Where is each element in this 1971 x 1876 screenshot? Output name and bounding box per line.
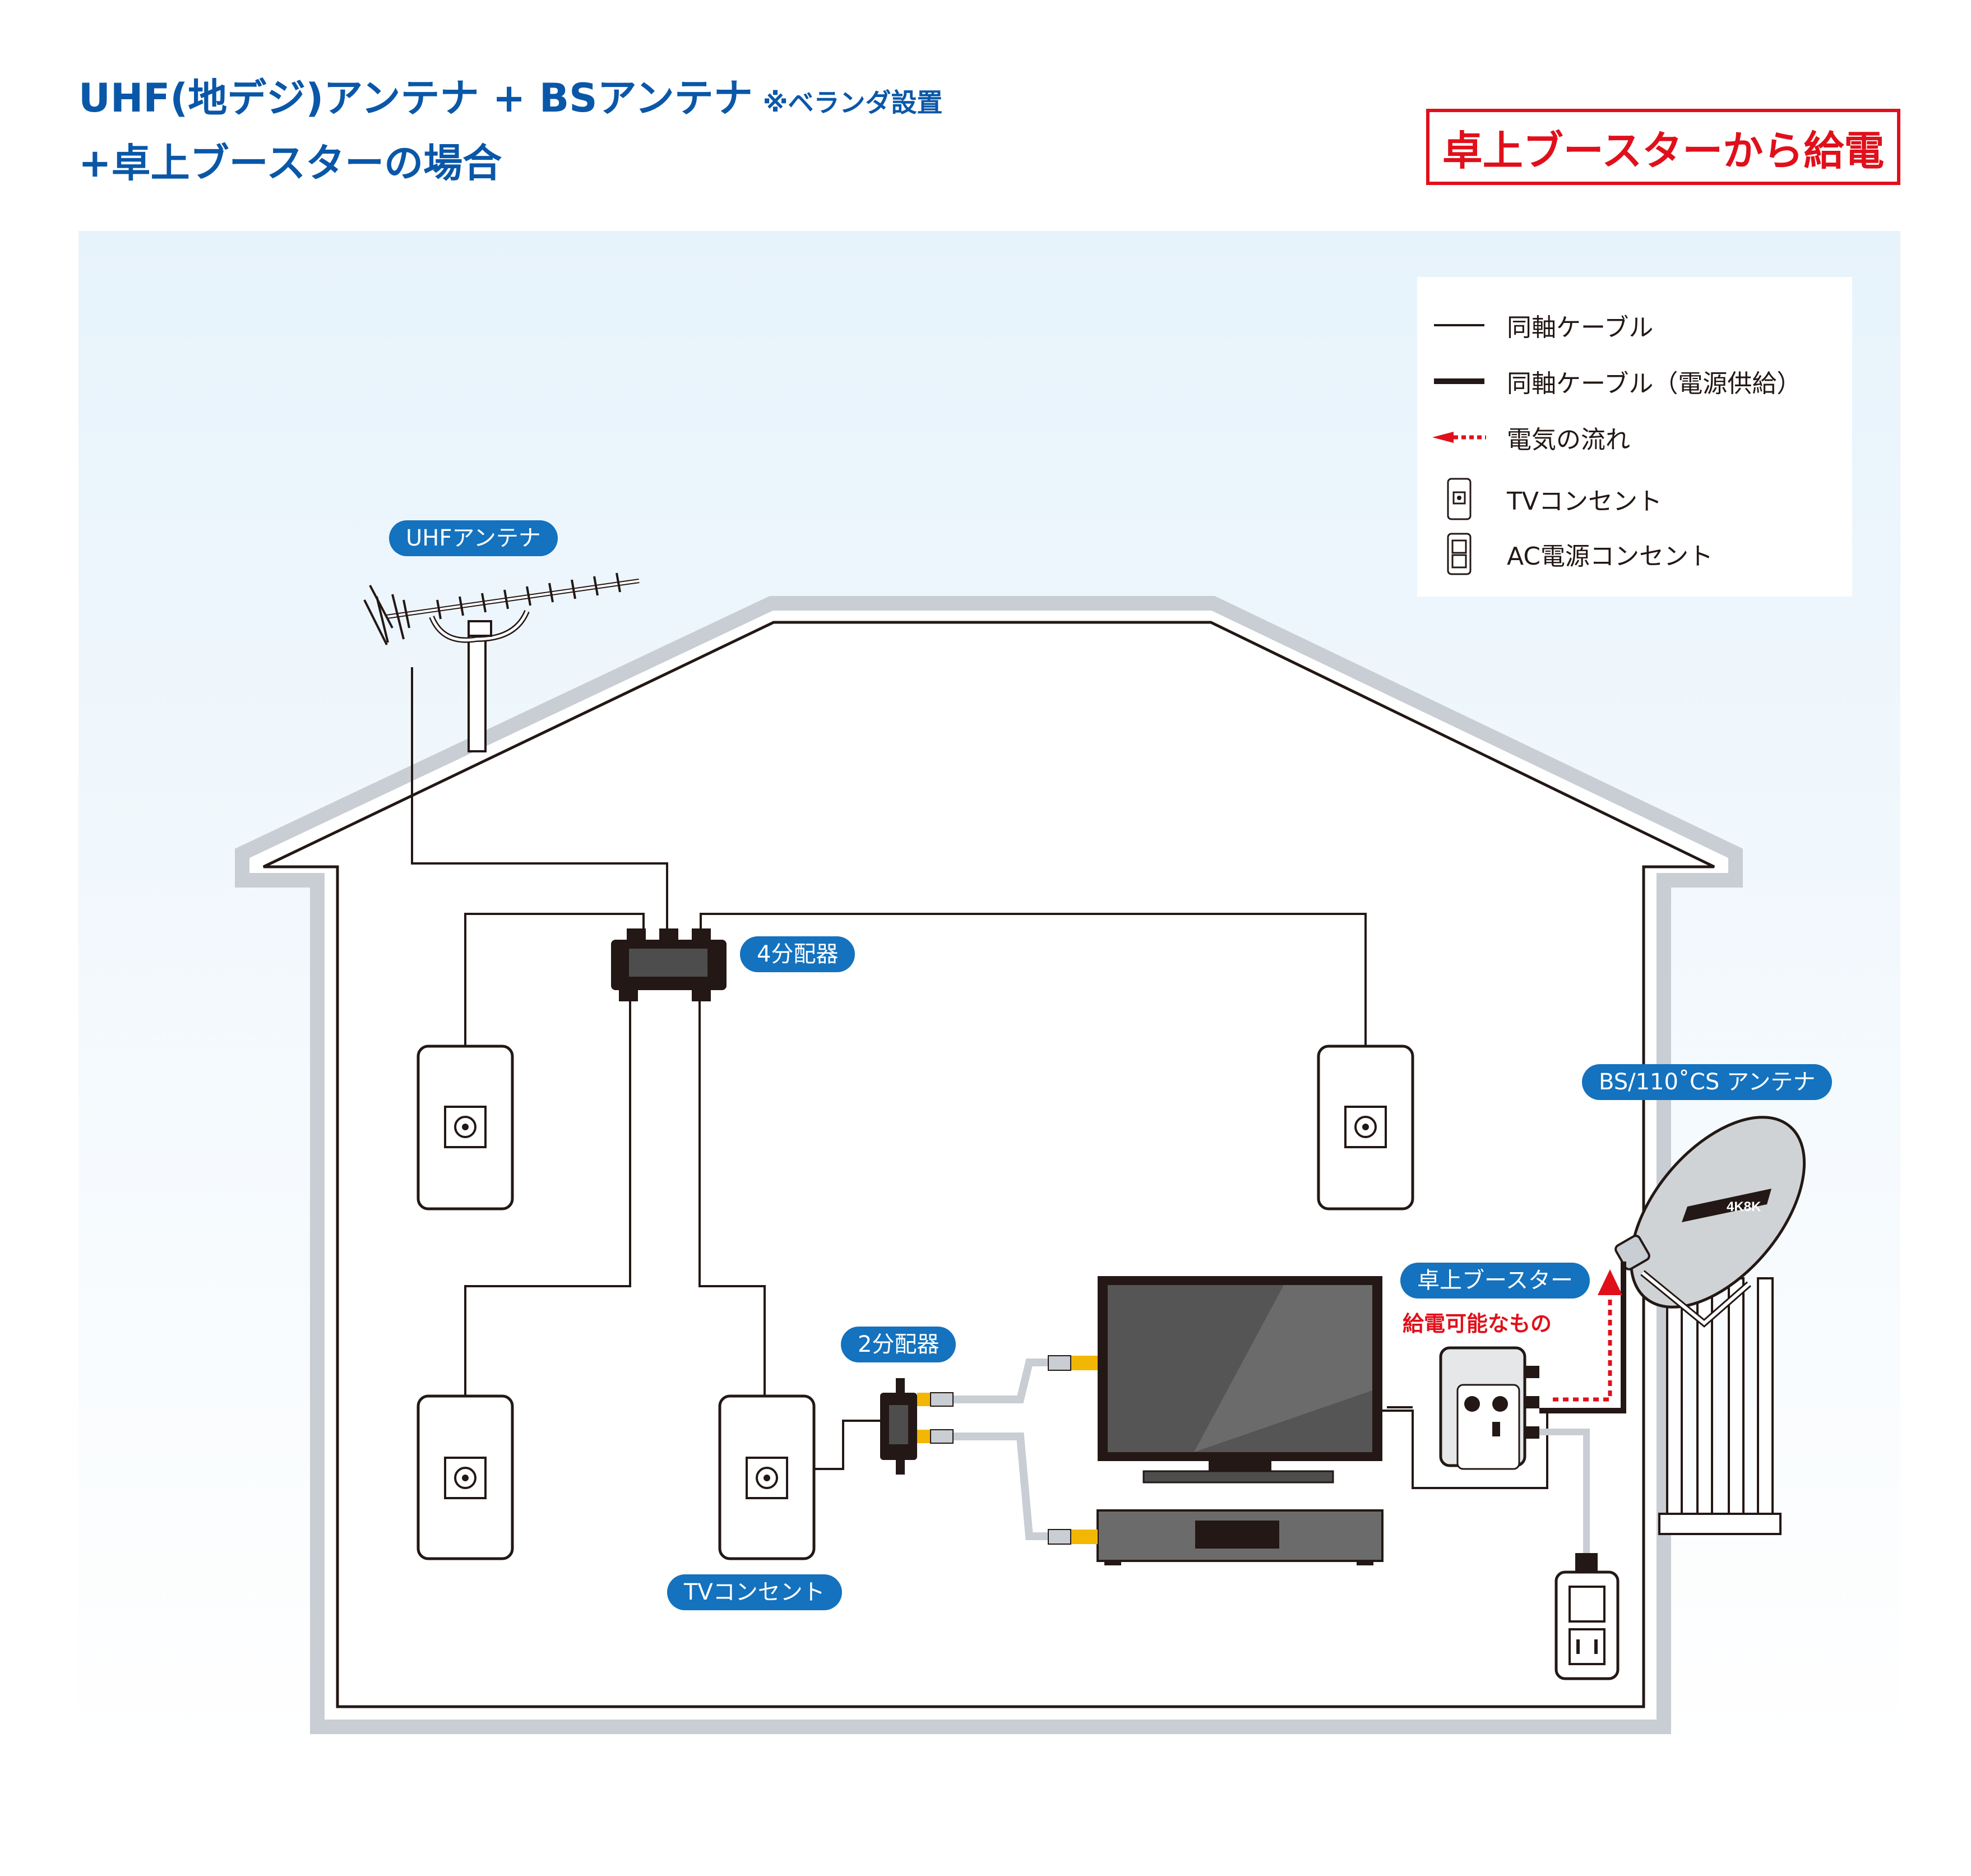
legend-label-ac-outlet: AC電源コンセント xyxy=(1507,542,1714,571)
label-four-way-splitter: 4分配器 xyxy=(740,936,855,972)
legend-label-coax: 同軸ケーブル xyxy=(1507,313,1654,342)
dish-badge-text: 4K8K xyxy=(1727,1199,1761,1214)
legend-label-tv-outlet: TVコンセント xyxy=(1507,487,1662,516)
two-way-splitter-icon xyxy=(880,1378,954,1475)
label-uhf-antenna: UHFアンテナ xyxy=(389,520,558,556)
label-booster: 卓上ブースター xyxy=(1400,1263,1590,1299)
title-line-2: +卓上ブースターの場合 xyxy=(78,140,502,186)
recorder-icon xyxy=(1048,1509,1384,1565)
tv-icon xyxy=(1048,1276,1382,1484)
legend-label-coax-power: 同軸ケーブル（電源供給） xyxy=(1507,369,1802,398)
title-note: ※ベランダ設置 xyxy=(762,87,943,118)
uhf-antenna-icon xyxy=(363,572,640,752)
tv-outlet-icon xyxy=(1417,478,1501,520)
tv-outlet-room3 xyxy=(417,1394,514,1560)
legend-row-coax-power: 同軸ケーブル（電源供給） xyxy=(1417,364,1801,398)
bs-dish-icon: 4K8K xyxy=(1614,1116,1806,1535)
power-coax-cable xyxy=(1539,1262,1626,1413)
four-way-splitter-icon xyxy=(611,928,727,1001)
legend-row-coax: 同軸ケーブル xyxy=(1417,308,1653,342)
ac-outlet-icon xyxy=(1554,1553,1620,1680)
legend-row-flow: 電気の流れ xyxy=(1417,421,1630,454)
label-tv-outlet: TVコンセント xyxy=(667,1574,842,1610)
thin-line-icon xyxy=(1417,324,1501,326)
label-two-way-splitter: 2分配器 xyxy=(841,1327,956,1362)
legend-row-ac-outlet: AC電源コンセント xyxy=(1417,532,1713,576)
ac-power-cord xyxy=(1539,1429,1590,1570)
dish-4k8k-badge: 4K8K xyxy=(1682,1189,1771,1222)
legend-row-tv-outlet: TVコンセント xyxy=(1417,477,1662,521)
tv-outlet-room2 xyxy=(1317,1045,1414,1210)
title-line-1: UHF(地デジ)アンテナ + BSアンテナ ※ベランダ設置 xyxy=(78,78,943,118)
legend-label-flow: 電気の流れ xyxy=(1507,426,1630,454)
red-dotted-arrow-icon xyxy=(1417,429,1501,446)
ac-outlet-legend-icon xyxy=(1417,533,1501,575)
legend: 同軸ケーブル 同軸ケーブル（電源供給） 電気の流れ TVコンセント AC電源コン… xyxy=(1417,277,1852,597)
label-bs-antenna: BS/110˚CS アンテナ xyxy=(1582,1064,1833,1100)
desktop-booster-icon xyxy=(1439,1346,1539,1470)
thick-line-icon xyxy=(1417,378,1501,384)
title-main: UHF(地デジ)アンテナ + BSアンテナ xyxy=(78,75,753,121)
label-booster-note: 給電可能なもの xyxy=(1403,1311,1552,1336)
power-source-box: 卓上ブースターから給電 xyxy=(1426,109,1900,185)
tv-outlet-room1 xyxy=(417,1045,514,1210)
electric-flow-arrow xyxy=(1553,1269,1622,1402)
tv-outlet-living xyxy=(718,1394,816,1560)
